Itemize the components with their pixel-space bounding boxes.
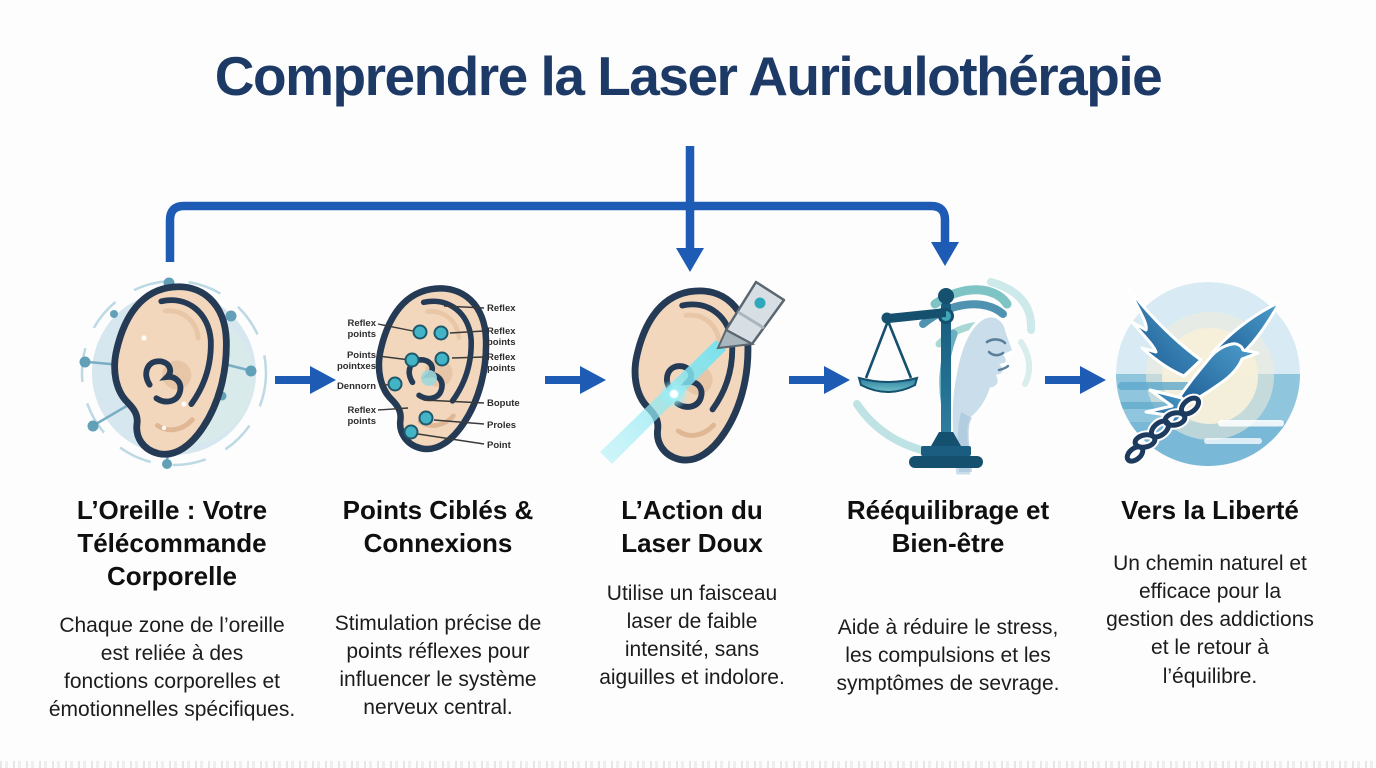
freedom-bird-icon [1116,282,1300,466]
body-line: Chaque zone de l’oreille [59,614,285,637]
body-line: Aide à réduire le stress, [837,616,1059,639]
ear-label: Proles [487,420,516,431]
heading-line: L’Action du [621,495,763,525]
laser-glow-core [670,390,678,398]
body-line: l’équilibre. [1162,664,1258,688]
balance-scale [857,288,983,468]
ear-label: Bopute [487,398,520,409]
chain-links [1122,393,1204,466]
body-line: les compulsions et les [845,644,1051,668]
body-line: émotionnelles spécifiques. [48,698,296,722]
ear-network-icon [79,277,268,469]
ear-label: Reflex [487,303,516,314]
arrow-right-icon [789,366,850,394]
label-lines [377,305,485,445]
cropped-bottom-text-strip [0,761,1376,768]
arrow-right-icon [545,366,606,394]
heading-line: Laser Doux [621,527,763,558]
body-line: points réflexes pour [346,640,530,664]
step-2-heading: Points Ciblés & Connexions [318,494,558,560]
ear-label: points [348,416,377,427]
body-line: gestion des addictions [1106,608,1314,632]
heading-line: L’Oreille : Votre [76,495,268,525]
connector-bracket [165,201,950,262]
body-line: Utilise un faisceau [606,582,778,605]
step-1-description: Chaque zone de l’oreille est reliée à de… [38,612,306,725]
body-line: Un chemin naturel et [1113,552,1307,575]
ear-label: Reflex [487,352,516,363]
body-line: intensité, sans [624,638,760,662]
reflex-dots [387,324,450,440]
ear-label: points [487,363,516,374]
step-5-heading: Vers la Liberté [1085,494,1335,527]
heading-line: Télécommande [77,527,267,558]
ear-label: Reflex [347,405,376,416]
body-line: aiguilles et indolore. [599,666,785,690]
ear-label: Reflex [487,326,516,337]
heading-line: Vers la Liberté [1121,495,1299,525]
arrow-right-icon [1045,366,1106,394]
ear-label: Reflex [347,318,376,329]
step-4-description: Aide à réduire le stress, les compulsion… [813,614,1083,698]
body-line: est reliée à des [100,642,244,666]
ear-label: Points [347,350,376,361]
laser-pen [716,280,786,350]
glow-point [421,370,437,386]
body-line: laser de faible [626,610,758,634]
balance-face-icon [853,278,1036,478]
step-3-heading: L’Action du Laser Doux [592,494,792,560]
arrow-down-icon [931,242,959,266]
body-line: symptômes de sevrage. [836,672,1060,696]
flow-connector [165,146,959,272]
body-line: Stimulation précise de [334,612,542,635]
ear-laser-icon [600,280,786,464]
ear-reflex-map-icon: Reflex points Points pointxes Dennorn Re… [337,276,520,474]
step-5-description: Un chemin naturel et efficace pour la ge… [1090,550,1330,691]
body-line: nerveux central. [363,696,513,720]
body-line: fonctions corporelles et [64,670,280,694]
ear-label: pointxes [337,361,376,372]
ear-label: points [487,337,516,348]
ear-label: Point [487,440,512,451]
heading-line: Corporelle [106,560,238,591]
step-1-heading: L’Oreille : Votre Télécommande Corporell… [42,494,302,592]
arrow-down-icon [676,248,704,272]
ear-labels: Reflex points Points pointxes Dennorn Re… [337,303,520,451]
ear-label: points [348,329,377,340]
body-line: et le retour à [1151,636,1269,660]
heading-line: Points Ciblés & [342,495,534,525]
ear-label: Dennorn [337,381,376,392]
heading-line: Bien-être [891,527,1005,558]
body-line: efficace pour la [1138,580,1282,604]
body-line: influencer le système [339,668,537,692]
heading-line: Connexions [363,527,513,558]
heading-line: Rééquilibrage et [846,495,1050,525]
page-title: Comprendre la Laser Auriculothérapie [214,45,1163,107]
step-3-description: Utilise un faisceau laser de faible inte… [580,580,804,693]
step-4-heading: Rééquilibrage et Bien-être [818,494,1078,560]
step-2-description: Stimulation précise de points réflexes p… [318,610,558,723]
arrow-right-icon [275,366,336,394]
sparkles [141,335,187,431]
